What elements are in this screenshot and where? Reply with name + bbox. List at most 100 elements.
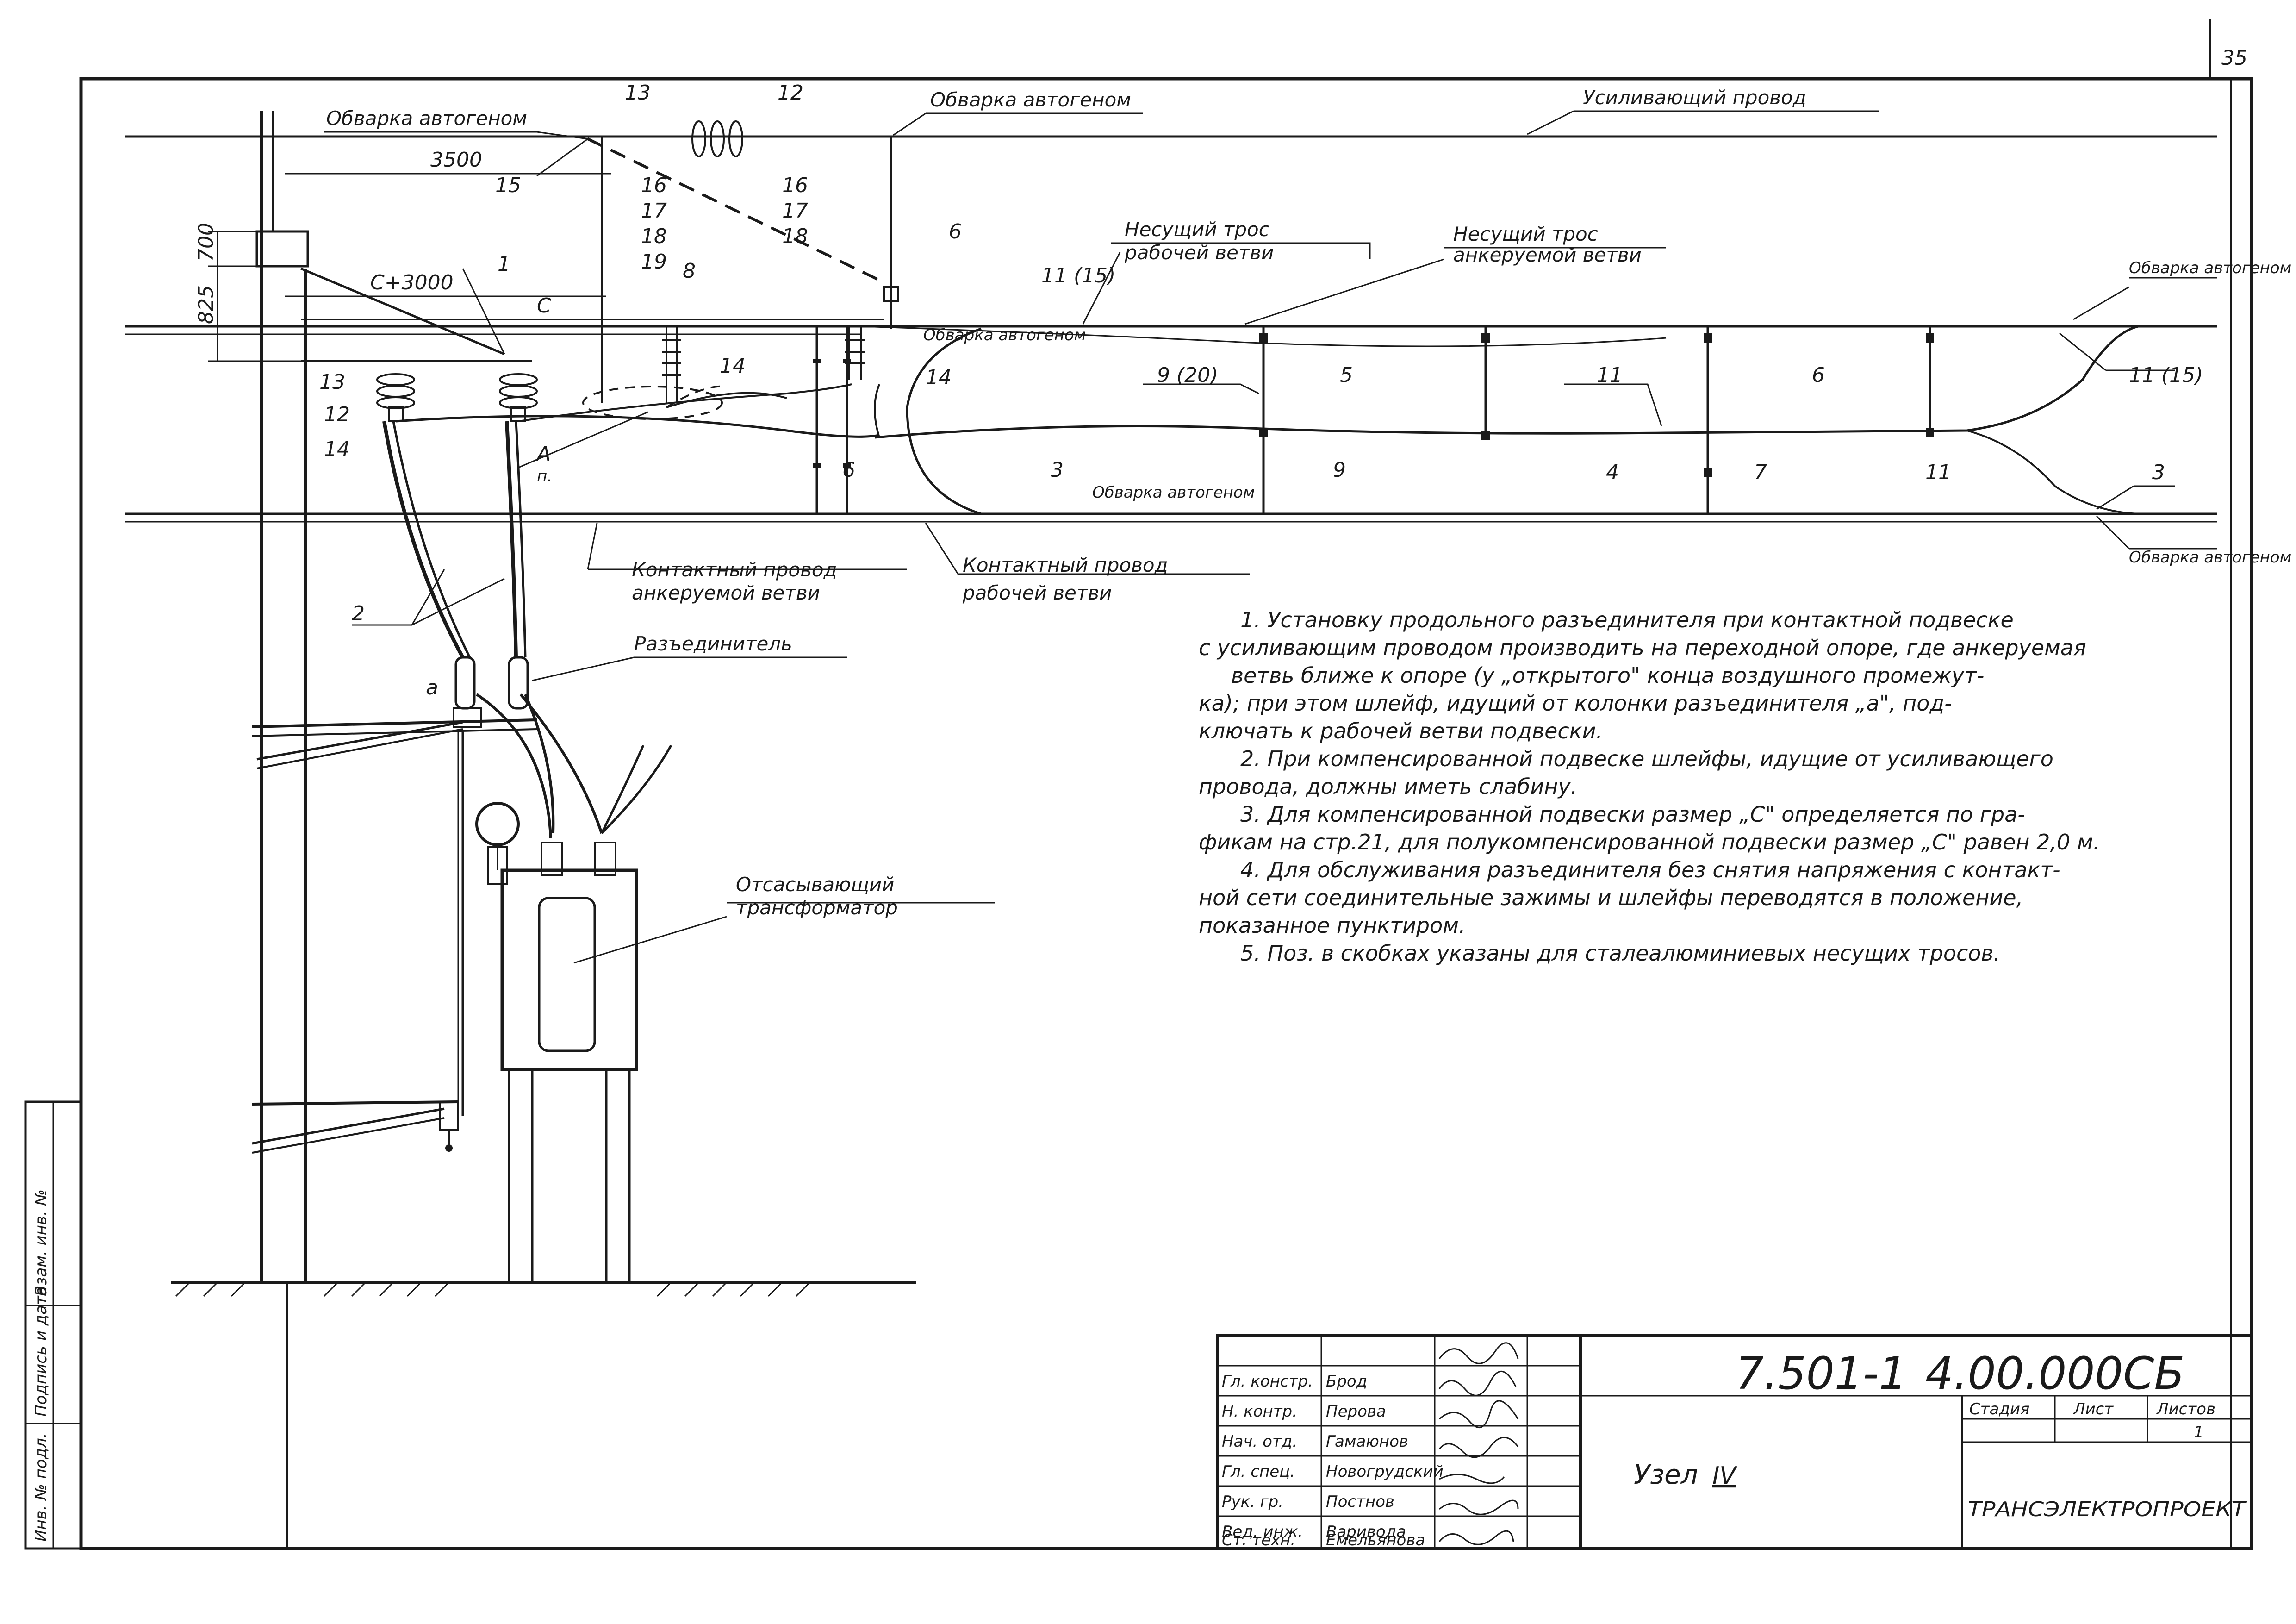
pos-4: 4 [1606,461,1619,484]
dashed-connection [587,137,885,284]
pos-17a: 17 [641,199,667,223]
bracket-upper [300,267,505,356]
label-view-a: А [535,442,551,466]
tb-name-3: Гамаюнов [1326,1432,1408,1451]
tb-name-7: Емельянова [1326,1531,1425,1549]
cable-to-transformer-2 [476,693,552,838]
leaders [324,110,2217,964]
suction-transformer [475,802,638,1282]
stamp-inv-repl: Взам. инв. № [32,1189,50,1296]
note-line-9: фикам на стр.21, для полукомпенсированно… [1199,830,2100,855]
anchored-messenger [874,325,2139,439]
loop-cable [906,327,982,515]
anchored-contact [1966,430,2139,515]
pos-16a: 16 [641,174,667,197]
pos-6a: 6 [949,220,962,244]
ground-hatch [175,1281,811,1297]
insulator-left [376,373,415,422]
lower-bracket [252,1100,459,1154]
label-a-letter: а [426,676,438,700]
note-line-13: 5. Поз. в скобках указаны для сталеалюми… [1240,941,2000,966]
note-line-11: ной сети соединительные зажимы и шлейфы … [1199,885,2023,910]
notes: 1. Установку продольного разъединителя п… [1199,607,2100,966]
doc-number: 4.00.000СБ [1925,1348,2184,1399]
node-numeral: IV [1712,1462,1737,1490]
pos-13b: 13 [319,370,345,394]
pos-6b: 6 [842,458,855,482]
title-rows: Гл. констр. Брод Н. контр. Перова Нач. о… [1222,1372,1444,1541]
pos-17b: 17 [782,199,808,223]
pos-18a: 18 [641,225,667,248]
dim-3500: 3500 [430,148,482,172]
lead-left [600,744,645,834]
label-transformer-2: трансформатор [736,896,898,919]
label-weld-5: Обварка автогеном [2129,259,2291,277]
pos-3a: 3 [1051,458,1064,482]
stamp-sign-date: Подпись и дата [32,1286,50,1417]
tb-name-6: Варивода [1326,1523,1406,1541]
pos-16b: 16 [782,174,808,197]
label-disconnector: Разъединитель [634,632,792,655]
pos-14b: 14 [720,354,746,378]
tb-role-5: Рук. гр. [1222,1493,1283,1511]
label-contact-work-1: Контактный провод [963,554,1168,576]
pos-13a: 13 [625,81,651,105]
dim-700: 700 [194,223,218,262]
title-block [1216,1334,2253,1550]
tb-name-5: Постнов [1326,1493,1394,1511]
tb-name-2: Перова [1326,1402,1386,1421]
tb-name-4: Новогрудский [1326,1462,1444,1481]
pos-18b: 18 [782,225,808,248]
label-weld-6: Обварка автогеном [2129,548,2291,567]
label-weld-1: Обварка автогеном [326,107,527,130]
sheet-frame [79,77,2253,1550]
note-line-6: 2. При компенсированной подвеске шлейфы,… [1240,746,2053,771]
pos-2: 2 [352,602,365,625]
label-messenger-work-1: Несущий трос [1125,218,1269,241]
jumper-mid [518,383,852,422]
cable-left-1 [382,421,465,658]
doc-code: 7.501-1 [1736,1348,1907,1399]
pole [255,111,309,1549]
tb-role-2: Н. контр. [1222,1402,1297,1421]
tb-role-3: Нач. отд. [1222,1432,1297,1451]
pos-6c: 6 [1812,363,1825,387]
sheet-label: Лист [2072,1400,2114,1418]
cable-to-transformer-3 [519,693,603,834]
sheets-value: 1 [2194,1423,2204,1442]
label-reinforcing-wire: Усиливающий провод [1583,86,1806,109]
dashed-loop [582,386,723,420]
pos-8: 8 [683,259,696,283]
pos-7: 7 [1754,461,1767,484]
pos-1: 1 [498,252,510,276]
note-line-7: провода, должны иметь слабину. [1199,774,1577,799]
label-contact-work-2: рабочей ветви [962,581,1112,604]
node-title: Узел [1634,1459,1698,1490]
pos-11a: 11 (15) [1041,264,1115,287]
dim-c3000: С+3000 [370,271,454,294]
jumper-upper [395,415,880,438]
label-weld-2: Обварка автогеном [930,88,1131,111]
disconnector [252,656,537,769]
stage-label: Стадия [1969,1400,2029,1418]
tb-role-1: Гл. констр. [1222,1372,1313,1391]
pos-9a: 9 (20) [1157,363,1218,387]
cable-left-2 [392,421,471,658]
title-row-7: Ст. техн. Емельянова [1222,1531,1425,1549]
note-line-8: 3. Для компенсированной подвески размер … [1240,802,2025,827]
pos-15: 15 [495,174,521,197]
label-transformer-1: Отсасывающий [736,873,895,896]
droppers [815,326,1931,514]
loop-cable-2 [874,384,880,438]
signatures [1438,1342,1519,1545]
label-weld-3: Обварка автогеном [923,326,1086,344]
label-messenger-anchor-2: анкеруемой ветви [1453,244,1642,266]
tb-name-1: Брод [1326,1372,1367,1391]
sheets-label: Листов [2156,1400,2215,1418]
cable-right-1 [505,421,518,658]
sheet-number: 35 [2221,46,2247,70]
reinforcing-insulators [691,120,743,157]
dashed-loop-2 [666,385,727,408]
label-contact-anchor-1: Контактный провод [632,558,837,581]
